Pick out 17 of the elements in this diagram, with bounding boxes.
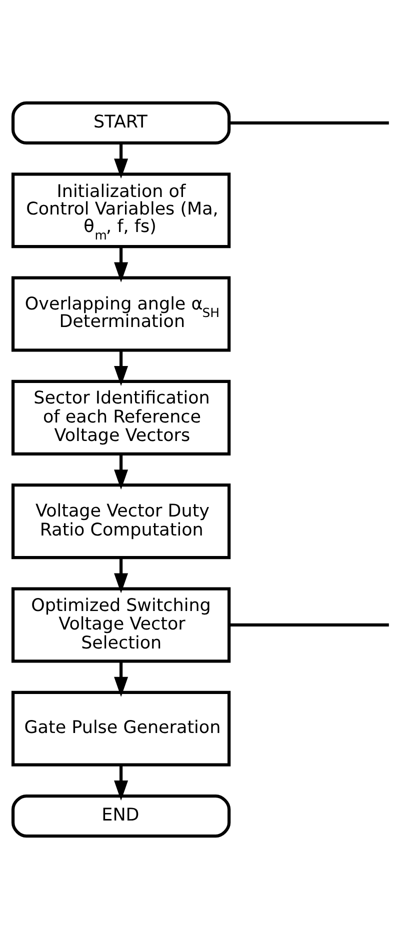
arrow bbox=[114, 246, 128, 282]
connector bbox=[229, 120, 389, 124]
arrow bbox=[114, 454, 128, 490]
connector bbox=[229, 622, 389, 626]
node-box: Voltage Vector Duty Ratio Computation bbox=[11, 483, 231, 559]
arrow bbox=[114, 764, 128, 800]
node-box: START bbox=[11, 100, 231, 144]
node-box: Initialization of Control Variables (Ma, θ$_{m}$, f, fs) bbox=[11, 172, 231, 248]
node-box: Sector Identification of each Reference Voltage Vectors bbox=[11, 379, 231, 455]
node-box: Overlapping angle α$_{SH}$ Determination bbox=[11, 276, 231, 352]
arrow bbox=[114, 661, 128, 696]
node-box: Optimized Switching Voltage Vector Selection bbox=[11, 586, 231, 662]
node-box: Gate Pulse Generation bbox=[11, 690, 231, 766]
arrow bbox=[114, 142, 128, 178]
node-box: END bbox=[11, 794, 231, 838]
arrow bbox=[114, 557, 128, 593]
arrow bbox=[114, 350, 128, 386]
